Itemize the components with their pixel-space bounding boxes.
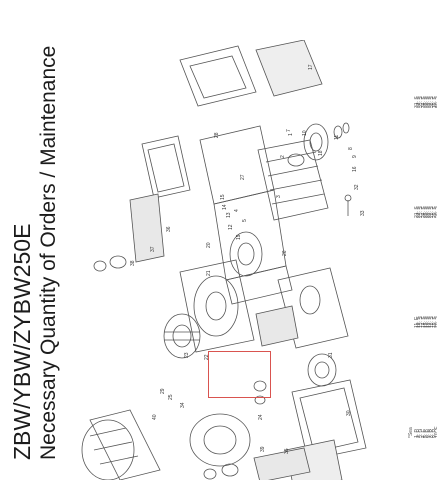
part-callout: 30 bbox=[346, 410, 352, 416]
part-callout: 3 bbox=[276, 195, 282, 198]
part-callout: 22 bbox=[204, 354, 210, 360]
part-callout: 10 bbox=[302, 130, 308, 136]
part-callout: 31 bbox=[328, 352, 334, 358]
end-caps bbox=[93, 255, 239, 480]
filter-cartridge-top bbox=[129, 193, 165, 263]
part-callout: 24 bbox=[258, 414, 264, 420]
side-plate bbox=[141, 135, 191, 199]
highlighted-rotor bbox=[163, 313, 201, 359]
part-callout: 4 bbox=[234, 209, 240, 212]
fan-cover bbox=[255, 40, 323, 97]
part-callout: 40 bbox=[152, 414, 158, 420]
part-callout: 13 bbox=[226, 212, 232, 218]
part-callout: 38 bbox=[130, 260, 136, 266]
part-callout: 12 bbox=[228, 224, 234, 230]
part-callout: 9 bbox=[352, 155, 358, 158]
part-callout: 1 bbox=[288, 133, 294, 136]
part-callout: 5 bbox=[242, 219, 248, 222]
part-callout: 14 bbox=[222, 204, 228, 210]
part-callout: 33 bbox=[360, 210, 366, 216]
part-callout: 15 bbox=[220, 194, 226, 200]
part-callout: 23 bbox=[184, 352, 190, 358]
valve-assembly bbox=[291, 353, 367, 461]
motor-flange bbox=[179, 259, 255, 353]
part-callout: 37 bbox=[150, 246, 156, 252]
model-title: ZBW/YBW/ZYBW250E bbox=[9, 223, 35, 460]
motor bbox=[81, 409, 161, 480]
part-callout: 27 bbox=[240, 174, 246, 180]
filter-cartridge-bottom bbox=[253, 447, 311, 480]
part-callout: 7 bbox=[286, 129, 292, 132]
exploded-view-svg: 1234578910111213141516171819202122232425… bbox=[81, 40, 367, 480]
part-callout: 17 bbox=[308, 64, 314, 70]
part-callout: 28 bbox=[214, 132, 220, 138]
part-callout: 29 bbox=[160, 388, 166, 394]
part-callout: 21 bbox=[206, 270, 212, 276]
part-callout: 26 bbox=[282, 250, 288, 256]
part-callout: 39 bbox=[260, 446, 266, 452]
part-callout: 2 bbox=[280, 155, 286, 158]
highlighted-part-box bbox=[208, 351, 271, 398]
bottom-flange bbox=[189, 413, 251, 467]
page-subtitle: Necessary Quantity of Orders / Maintenan… bbox=[37, 45, 60, 460]
part-callout: 11 bbox=[334, 135, 340, 140]
part-callout: 16 bbox=[352, 166, 358, 172]
part-callout: 36 bbox=[166, 226, 172, 232]
part-callout: 32 bbox=[354, 184, 360, 190]
part-callout: 19 bbox=[236, 234, 242, 240]
part-callout: 18 bbox=[318, 150, 324, 156]
pump-housing bbox=[199, 125, 293, 305]
part-callout: 25 bbox=[168, 394, 174, 400]
part-callout: 20 bbox=[206, 242, 212, 248]
fan-assembly bbox=[303, 122, 350, 161]
terminal-box-cover bbox=[179, 45, 257, 107]
impeller bbox=[257, 139, 329, 221]
part-callout: 35 bbox=[284, 448, 290, 454]
part-callout: 34 bbox=[180, 402, 186, 408]
filter-element bbox=[255, 305, 299, 347]
small-parts bbox=[253, 194, 352, 405]
part-callout: 8 bbox=[348, 147, 354, 150]
